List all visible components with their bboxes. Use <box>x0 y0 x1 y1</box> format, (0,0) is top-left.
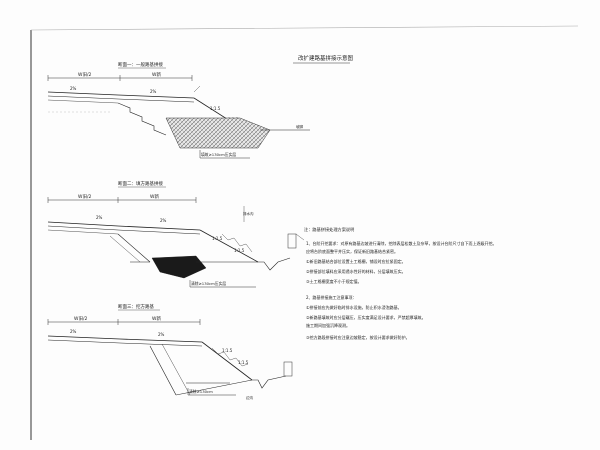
section-3-old-crossfall: 2% <box>70 329 77 334</box>
section-3: 断面三：挖方路基 W旧/2 W新 2% 2% 1:1.5 1:1.5 边沟 清除… <box>47 303 293 400</box>
section-3-slope-ratio-a: 1:1.5 <box>222 348 233 353</box>
section-3-inner-slope <box>149 345 177 396</box>
note-line-1: 1、台阶开挖要求：对原有路基边坡进行清除，挖除表层松散土及杂草，按设计台阶尺寸自… <box>306 240 497 246</box>
section-1-new-pavement <box>117 94 195 99</box>
section-2-retaining-block <box>287 233 297 249</box>
section-1-new-crossfall: 2% <box>150 89 157 94</box>
section-1-foot-note: 填筑≥130cm压实层 <box>201 152 236 157</box>
section-2-new-pavement <box>117 225 201 231</box>
note-line-2: 应将台阶底面整平并压实，保证新旧路基结合紧密。 <box>306 248 398 254</box>
note-line-5: ③土工格栅宽度不小于规定值。 <box>306 278 362 284</box>
section-3-new-pavement <box>119 338 203 343</box>
section-3-new-slope <box>201 341 253 381</box>
section-2-new-slope <box>199 229 259 263</box>
note-line-3: ①新旧路基结合部位设置土工格栅，铺设时应拉紧固定。 <box>306 258 406 264</box>
section-1-edge-label: 坡脚 <box>296 124 304 129</box>
section-3-caption: 断面三：挖方路基 <box>118 303 154 310</box>
section-2-slope-ratio-b: 1:1.5 <box>234 248 245 253</box>
section-1-slope-ratio-a: 1:1.5 <box>210 106 221 111</box>
section-3-ditch <box>252 375 287 389</box>
section-2-old-crossfall: 2% <box>96 215 103 220</box>
section-1: 断面一：一般路基拼接 W旧/2 W新 2% 2% 1:1.5 1:1.5 坡脚 … <box>47 61 310 159</box>
note-line-10: ③挖方路段拼接时应注意边坡稳定，按设计要求做好防护。 <box>306 334 410 340</box>
section-1-bench-steps <box>117 102 167 136</box>
section-2-removal-zone <box>151 255 207 279</box>
section-2-caption: 断面二：填方路基拼接 <box>118 180 163 187</box>
section-2-new-crossfall: 2% <box>160 218 167 223</box>
section-2-right-width: W新 <box>150 193 159 200</box>
section-1-old-pavement <box>47 91 119 96</box>
note-line-9: 施工期间加强沉降观测。 <box>306 322 350 328</box>
section-3-foot-note: 清除≥130cm <box>189 389 213 394</box>
note-line-7: ①拼接前应先做好临时排水设施，防止积水浸泡路基。 <box>306 304 402 310</box>
section-3-edge-label: 边沟 <box>246 395 253 400</box>
drawing-title: 改扩建路基拼接示意图 <box>298 54 354 62</box>
section-3-old-pavement <box>47 335 121 340</box>
section-2-foot-note: 清除≥130cm压实层 <box>191 281 226 286</box>
note-line-8: ②新路基填筑时应分层碾压，压实度满足设计要求，严禁超厚填筑。 <box>306 314 426 320</box>
section-2-old-slope <box>117 233 151 263</box>
section-2-old-pavement <box>47 221 119 227</box>
section-2: 断面二：填方路基拼接 W旧/2 W新 2% 2% 1:1.5 1:1.5 排水沟 <box>47 180 305 288</box>
section-1-caption: 断面一：一般路基拼接 <box>118 61 163 68</box>
section-2-left-width: W旧/2 <box>78 193 91 200</box>
section-2-edge-label: 排水沟 <box>243 211 254 216</box>
section-2-slope-ratio-a: 1:1.5 <box>212 236 223 241</box>
section-3-left-width: W旧/2 <box>74 315 87 322</box>
note-line-6: 2、路基拼接施工注意事项： <box>306 294 357 300</box>
section-1-left-width: W旧/2 <box>78 71 91 78</box>
section-3-retaining-block <box>283 361 293 377</box>
note-line-4: ②拼接部位填料应采用透水性好的材料，分层填筑压实。 <box>306 268 406 274</box>
section-3-right-width: W新 <box>152 315 161 322</box>
sheet-top-border <box>30 25 579 31</box>
section-1-right-width: W新 <box>152 71 161 78</box>
section-2-ditch <box>258 257 291 271</box>
section-1-old-crossfall: 2% <box>70 86 77 91</box>
section-3-new-crossfall: 2% <box>158 332 165 337</box>
section-1-fill-zone <box>165 117 271 149</box>
section-3-slope-ratio-b: 1:1.5 <box>238 360 249 365</box>
notes-heading: 注：路基拼接处理方案说明 <box>304 226 354 233</box>
notes-block: 注：路基拼接处理方案说明 1、台阶开挖要求：对原有路基边坡进行清除，挖除表层松散… <box>304 226 497 340</box>
